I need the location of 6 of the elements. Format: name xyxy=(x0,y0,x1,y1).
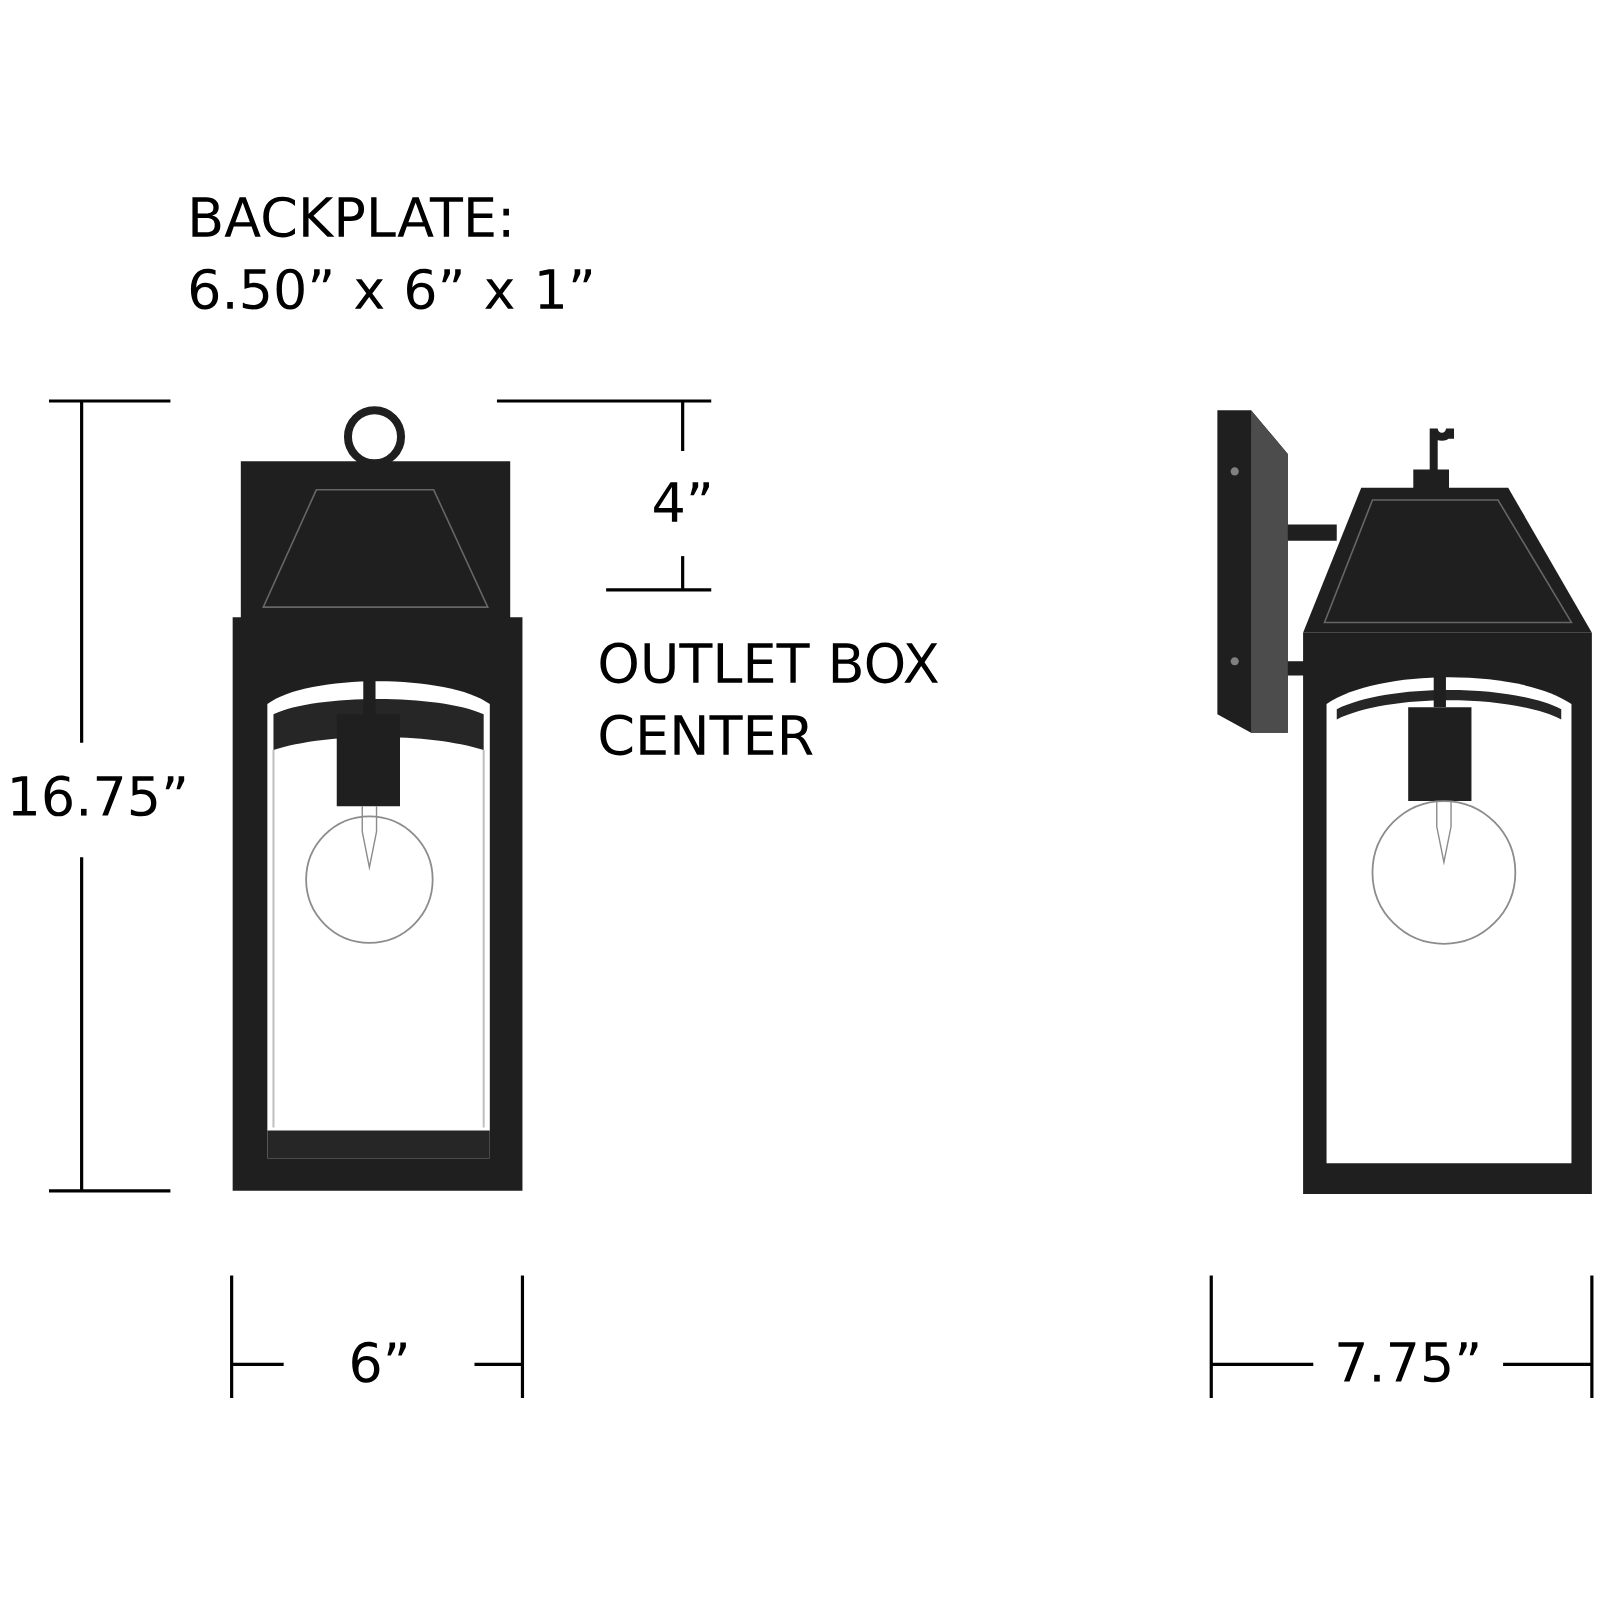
dimension-label: 7.75” xyxy=(1338,1342,1478,1383)
dimension-label: 16.75” xyxy=(12,775,185,817)
dimension-label: 6” xyxy=(352,1341,406,1383)
heading: OUTLET BOX CENTER xyxy=(600,642,939,756)
dimension-label: 4” xyxy=(654,482,709,522)
heading: BACKPLATE: 6.50” x 6” x 1” xyxy=(190,196,591,310)
